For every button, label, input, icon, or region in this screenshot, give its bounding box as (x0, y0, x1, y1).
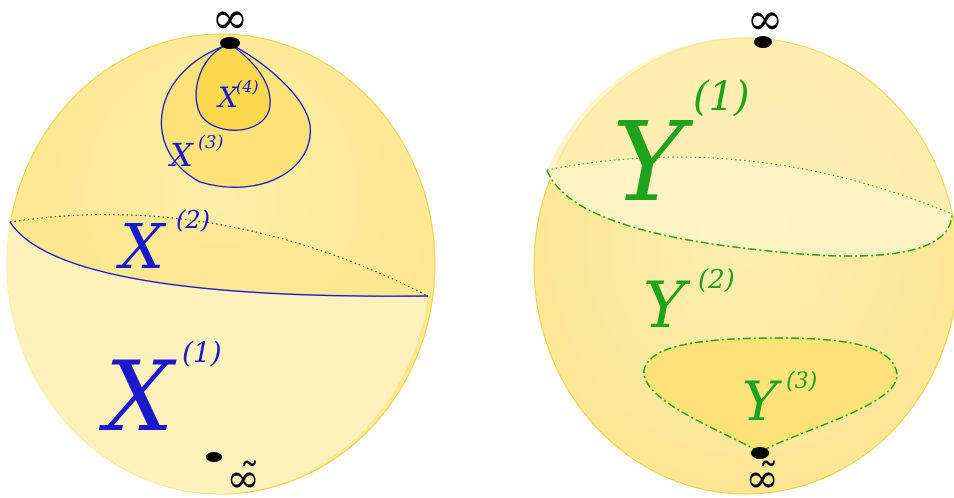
right-bottom-infinity-label: ∞̃ (745, 456, 778, 498)
svg-text:(2): (2) (176, 206, 210, 234)
svg-text:X: X (167, 136, 194, 174)
left-top-infinity-label: ∞ (212, 0, 249, 44)
svg-text:X: X (116, 210, 167, 283)
svg-text:Y: Y (742, 370, 782, 433)
svg-text:(2): (2) (698, 265, 735, 295)
svg-text:(3): (3) (786, 369, 817, 394)
svg-text:(1): (1) (182, 336, 222, 369)
svg-text:Y: Y (643, 269, 691, 343)
left-bottom-point (206, 452, 222, 462)
right-top-infinity-label: ∞ (747, 0, 784, 45)
right-sphere: ∞ ∞̃ Y (1) Y (2) Y (3) (534, 0, 954, 498)
svg-text:(1): (1) (693, 74, 750, 120)
left-bottom-infinity-label: ∞̃ (226, 456, 259, 498)
svg-text:Y: Y (612, 98, 694, 226)
svg-text:(4): (4) (236, 77, 259, 96)
svg-text:X: X (98, 341, 177, 453)
left-sphere: ∞ ∞̃ X (4) X (3) X (2) X (1) (6, 0, 435, 498)
svg-text:(3): (3) (198, 132, 224, 153)
